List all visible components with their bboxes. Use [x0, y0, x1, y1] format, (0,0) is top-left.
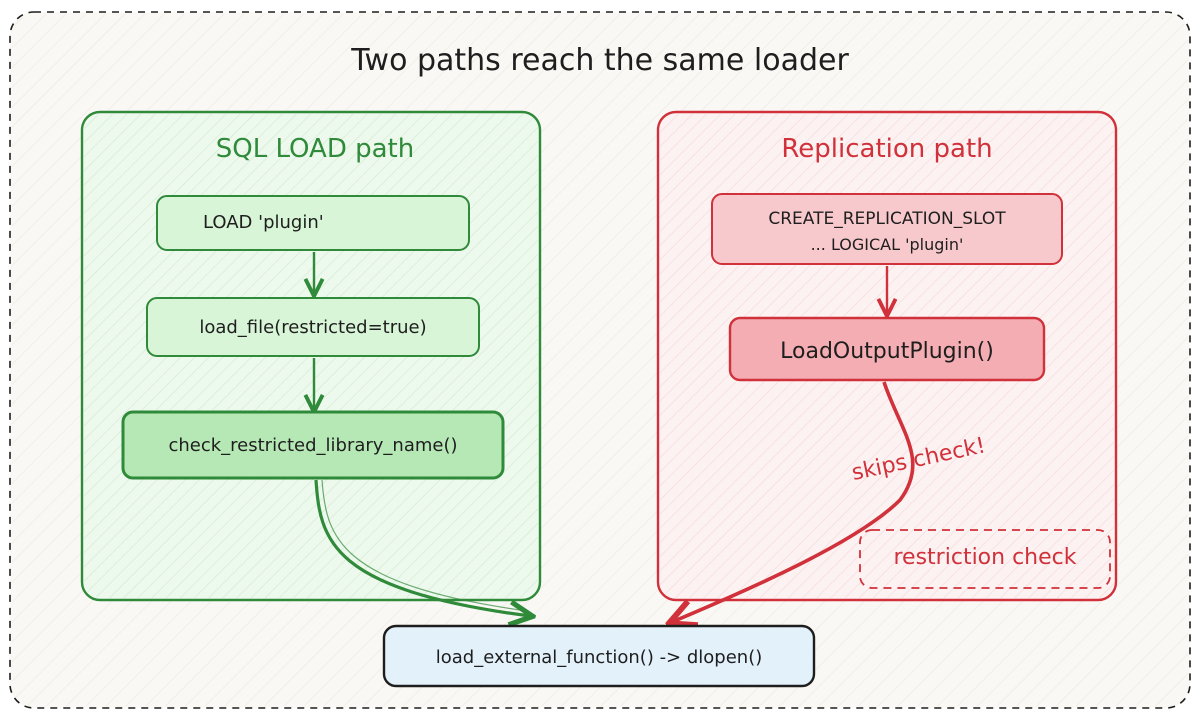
replication-step-create-line1: CREATE_REPLICATION_SLOT	[768, 209, 1006, 229]
missing-restriction-check-text: restriction check	[894, 545, 1077, 570]
sql-step-load-box	[156, 195, 470, 251]
sql-to-loader-arrow-double	[321, 479, 521, 611]
sql-step-loadfile-text: load_file(restricted=true)	[199, 317, 426, 338]
sql-step-check-text: check_restricted_library_name()	[168, 435, 457, 456]
sql-to-loader-arrow	[314, 479, 530, 616]
sql-step-check-box	[121, 410, 505, 480]
loader-box	[382, 624, 816, 688]
replication-step-create-box	[711, 193, 1063, 265]
replication-path-label: Replication path	[781, 134, 992, 164]
loader-text: load_external_function() -> dlopen()	[436, 647, 763, 668]
replication-path-group: Replication path CREATE_REPLICATION_SLOT…	[656, 110, 1118, 602]
replication-to-loader-arrow	[672, 381, 915, 622]
sql-step-loadfile-box	[146, 297, 480, 357]
missing-restriction-check-box	[859, 529, 1111, 589]
replication-step-loadoutput-box	[728, 316, 1046, 382]
sql-path-label: SQL LOAD path	[216, 134, 414, 164]
sql-path-group: SQL LOAD path LOAD 'plugin' load_file(re…	[80, 110, 542, 602]
diagram-title: Two paths reach the same loader	[350, 43, 849, 78]
sql-step-load-text: LOAD 'plugin'	[203, 212, 324, 233]
replication-step-loadoutput-text: LoadOutputPlugin()	[780, 339, 994, 364]
replication-step-create-line2: ... LOGICAL 'plugin'	[811, 235, 964, 254]
